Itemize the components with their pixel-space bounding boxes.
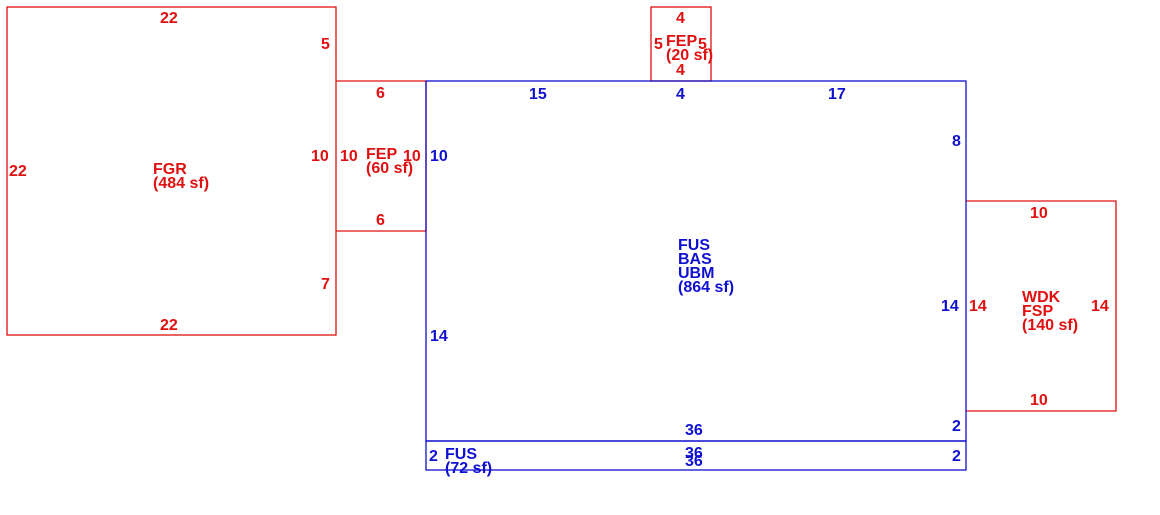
fgr-dim-right-lower: 7 bbox=[321, 276, 330, 293]
main-dim-bottom: 36 bbox=[685, 422, 703, 439]
fus-strip-dim-right: 2 bbox=[952, 448, 961, 465]
main-size: (864 sf) bbox=[678, 279, 734, 296]
fus-strip-dim-top: 36 bbox=[685, 445, 703, 462]
fus-strip-dim-left: 2 bbox=[429, 448, 438, 465]
main-dim-right-mid: 14 bbox=[941, 298, 959, 315]
main-dim-top-left: 15 bbox=[529, 86, 547, 103]
main-code-1: FUS bbox=[678, 237, 710, 254]
fep-west-size: (60 sf) bbox=[366, 160, 413, 177]
fgr-dim-top: 22 bbox=[160, 10, 178, 27]
fep-north-code: FEP bbox=[666, 33, 697, 50]
fgr-size: (484 sf) bbox=[153, 175, 209, 192]
wdk-dim-bottom: 10 bbox=[1030, 392, 1048, 409]
wdk-code-1: WDK bbox=[1022, 289, 1061, 306]
main-dim-left-lower: 14 bbox=[430, 328, 448, 345]
main-dim-right-lower: 2 bbox=[952, 418, 961, 435]
wdk-size: (140 sf) bbox=[1022, 317, 1078, 334]
fgr-dim-left: 22 bbox=[9, 163, 27, 180]
fep-north-dim-left: 5 bbox=[654, 36, 663, 53]
fus-strip-size: (72 sf) bbox=[445, 460, 492, 477]
fep-west-dim-right: 10 bbox=[403, 148, 421, 165]
fgr-outline bbox=[6, 6, 337, 336]
main-code-2: BAS bbox=[678, 251, 712, 268]
main-dim-top-mid: 4 bbox=[676, 86, 685, 103]
fep-west-dim-bottom: 6 bbox=[376, 212, 385, 229]
fep-north-dim-right: 5 bbox=[698, 36, 707, 53]
fgr-code: FGR bbox=[153, 161, 187, 178]
main-dim-top-right: 17 bbox=[828, 86, 846, 103]
fep-north-size: (20 sf) bbox=[666, 47, 713, 64]
wdk-dim-top: 10 bbox=[1030, 205, 1048, 222]
main-dim-right-upper: 8 bbox=[952, 133, 961, 150]
fgr-dim-right-mid: 10 bbox=[311, 148, 329, 165]
fus-strip-outline bbox=[425, 440, 967, 471]
main-code-3: UBM bbox=[678, 265, 714, 282]
fus-strip-code: FUS bbox=[445, 446, 477, 463]
fep-west-dim-top: 6 bbox=[376, 85, 385, 102]
main-dim-left-upper: 10 bbox=[430, 148, 448, 165]
fus-strip-dim-bottom: 36 bbox=[685, 453, 703, 470]
fgr-dim-right-upper: 5 bbox=[321, 36, 330, 53]
wdk-outline bbox=[966, 200, 1117, 412]
fep-west-code: FEP bbox=[366, 146, 397, 163]
fep-north-dim-bottom: 4 bbox=[676, 62, 685, 79]
wdk-code-2: FSP bbox=[1022, 303, 1053, 320]
wdk-dim-left: 14 bbox=[969, 298, 987, 315]
fgr-dim-bottom: 22 bbox=[160, 317, 178, 334]
fep-north-dim-top: 4 bbox=[676, 10, 685, 27]
fep-west-dim-left: 10 bbox=[340, 148, 358, 165]
wdk-dim-right: 14 bbox=[1091, 298, 1109, 315]
